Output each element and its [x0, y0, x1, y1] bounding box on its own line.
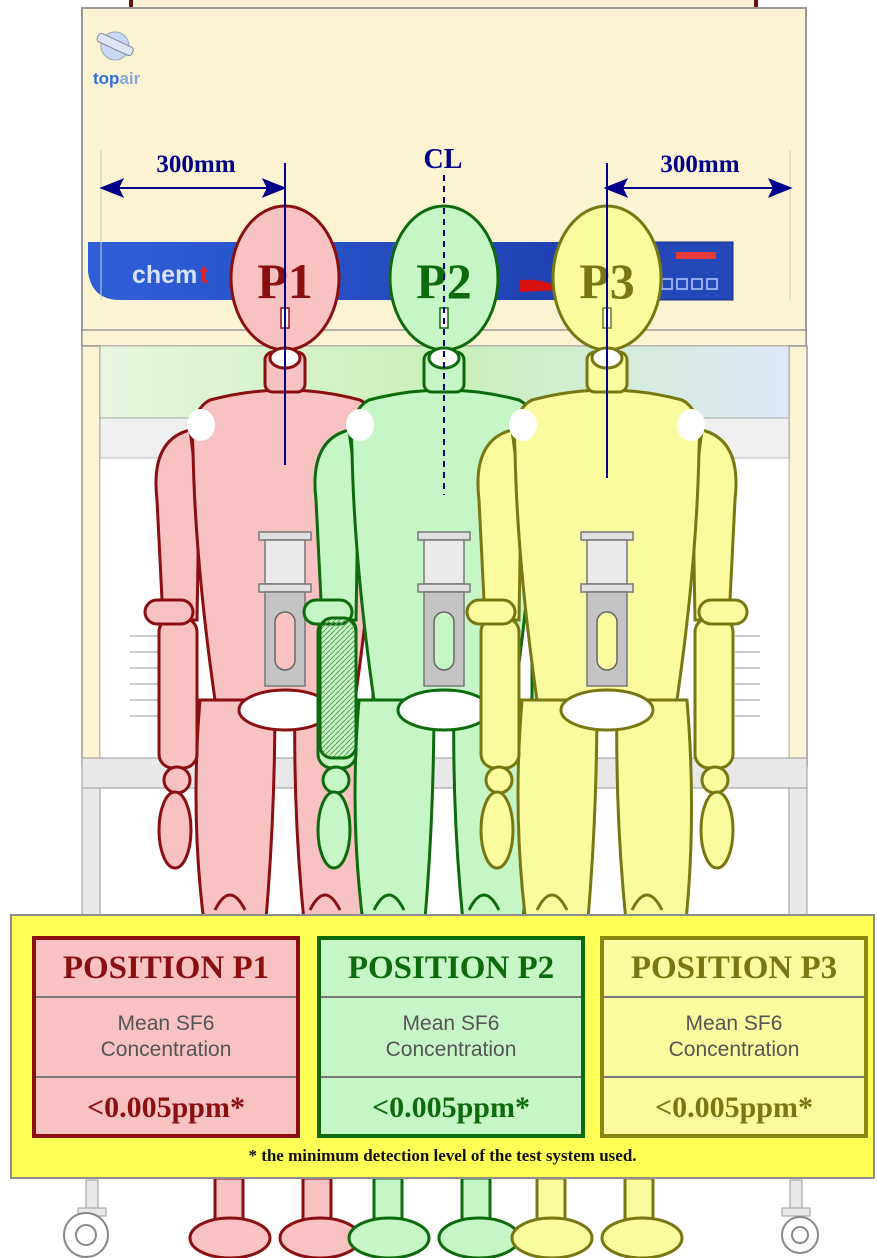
position-p2-card: POSITION P2 Mean SF6 Concentration <0.00… — [317, 936, 585, 1138]
position-p1-heading: POSITION P1 — [36, 940, 296, 998]
mannequin-p3: P3 — [465, 204, 749, 1258]
position-p3-heading: POSITION P3 — [604, 940, 864, 998]
centerline-symbol: CL — [424, 144, 463, 175]
position-p1-metric: Mean SF6 Concentration — [36, 998, 296, 1078]
logo-text-top: top — [93, 69, 119, 88]
left-offset-label: 300mm — [156, 151, 235, 178]
hatched-forearm — [318, 616, 358, 760]
position-p2-value: <0.005ppm* — [372, 1091, 530, 1124]
position-p2-heading: POSITION P2 — [321, 940, 581, 998]
position-p3-metric: Mean SF6 Concentration — [604, 998, 864, 1078]
position-lines — [284, 163, 608, 495]
position-p2-metric: Mean SF6 Concentration — [321, 998, 581, 1078]
position-p3-value: <0.005ppm* — [655, 1091, 813, 1124]
logo-text-air: air — [119, 69, 140, 88]
dimension-annotations: 300mm 300mm CL — [99, 144, 793, 300]
topair-logo: topair — [93, 31, 141, 88]
svg-text:topair: topair — [93, 69, 141, 88]
position-p1-card: POSITION P1 Mean SF6 Concentration <0.00… — [32, 936, 300, 1138]
cabinet-brand-text: chem — [132, 261, 197, 289]
results-panel: POSITION P1 Mean SF6 Concentration <0.00… — [10, 914, 875, 1179]
footnote: * the minimum detection level of the tes… — [248, 1146, 637, 1165]
svg-text:t: t — [200, 261, 209, 289]
right-offset-label: 300mm — [660, 151, 739, 178]
position-p3-card: POSITION P3 Mean SF6 Concentration <0.00… — [600, 936, 868, 1138]
control-panel — [654, 241, 734, 301]
position-p1-value: <0.005ppm* — [87, 1091, 245, 1124]
